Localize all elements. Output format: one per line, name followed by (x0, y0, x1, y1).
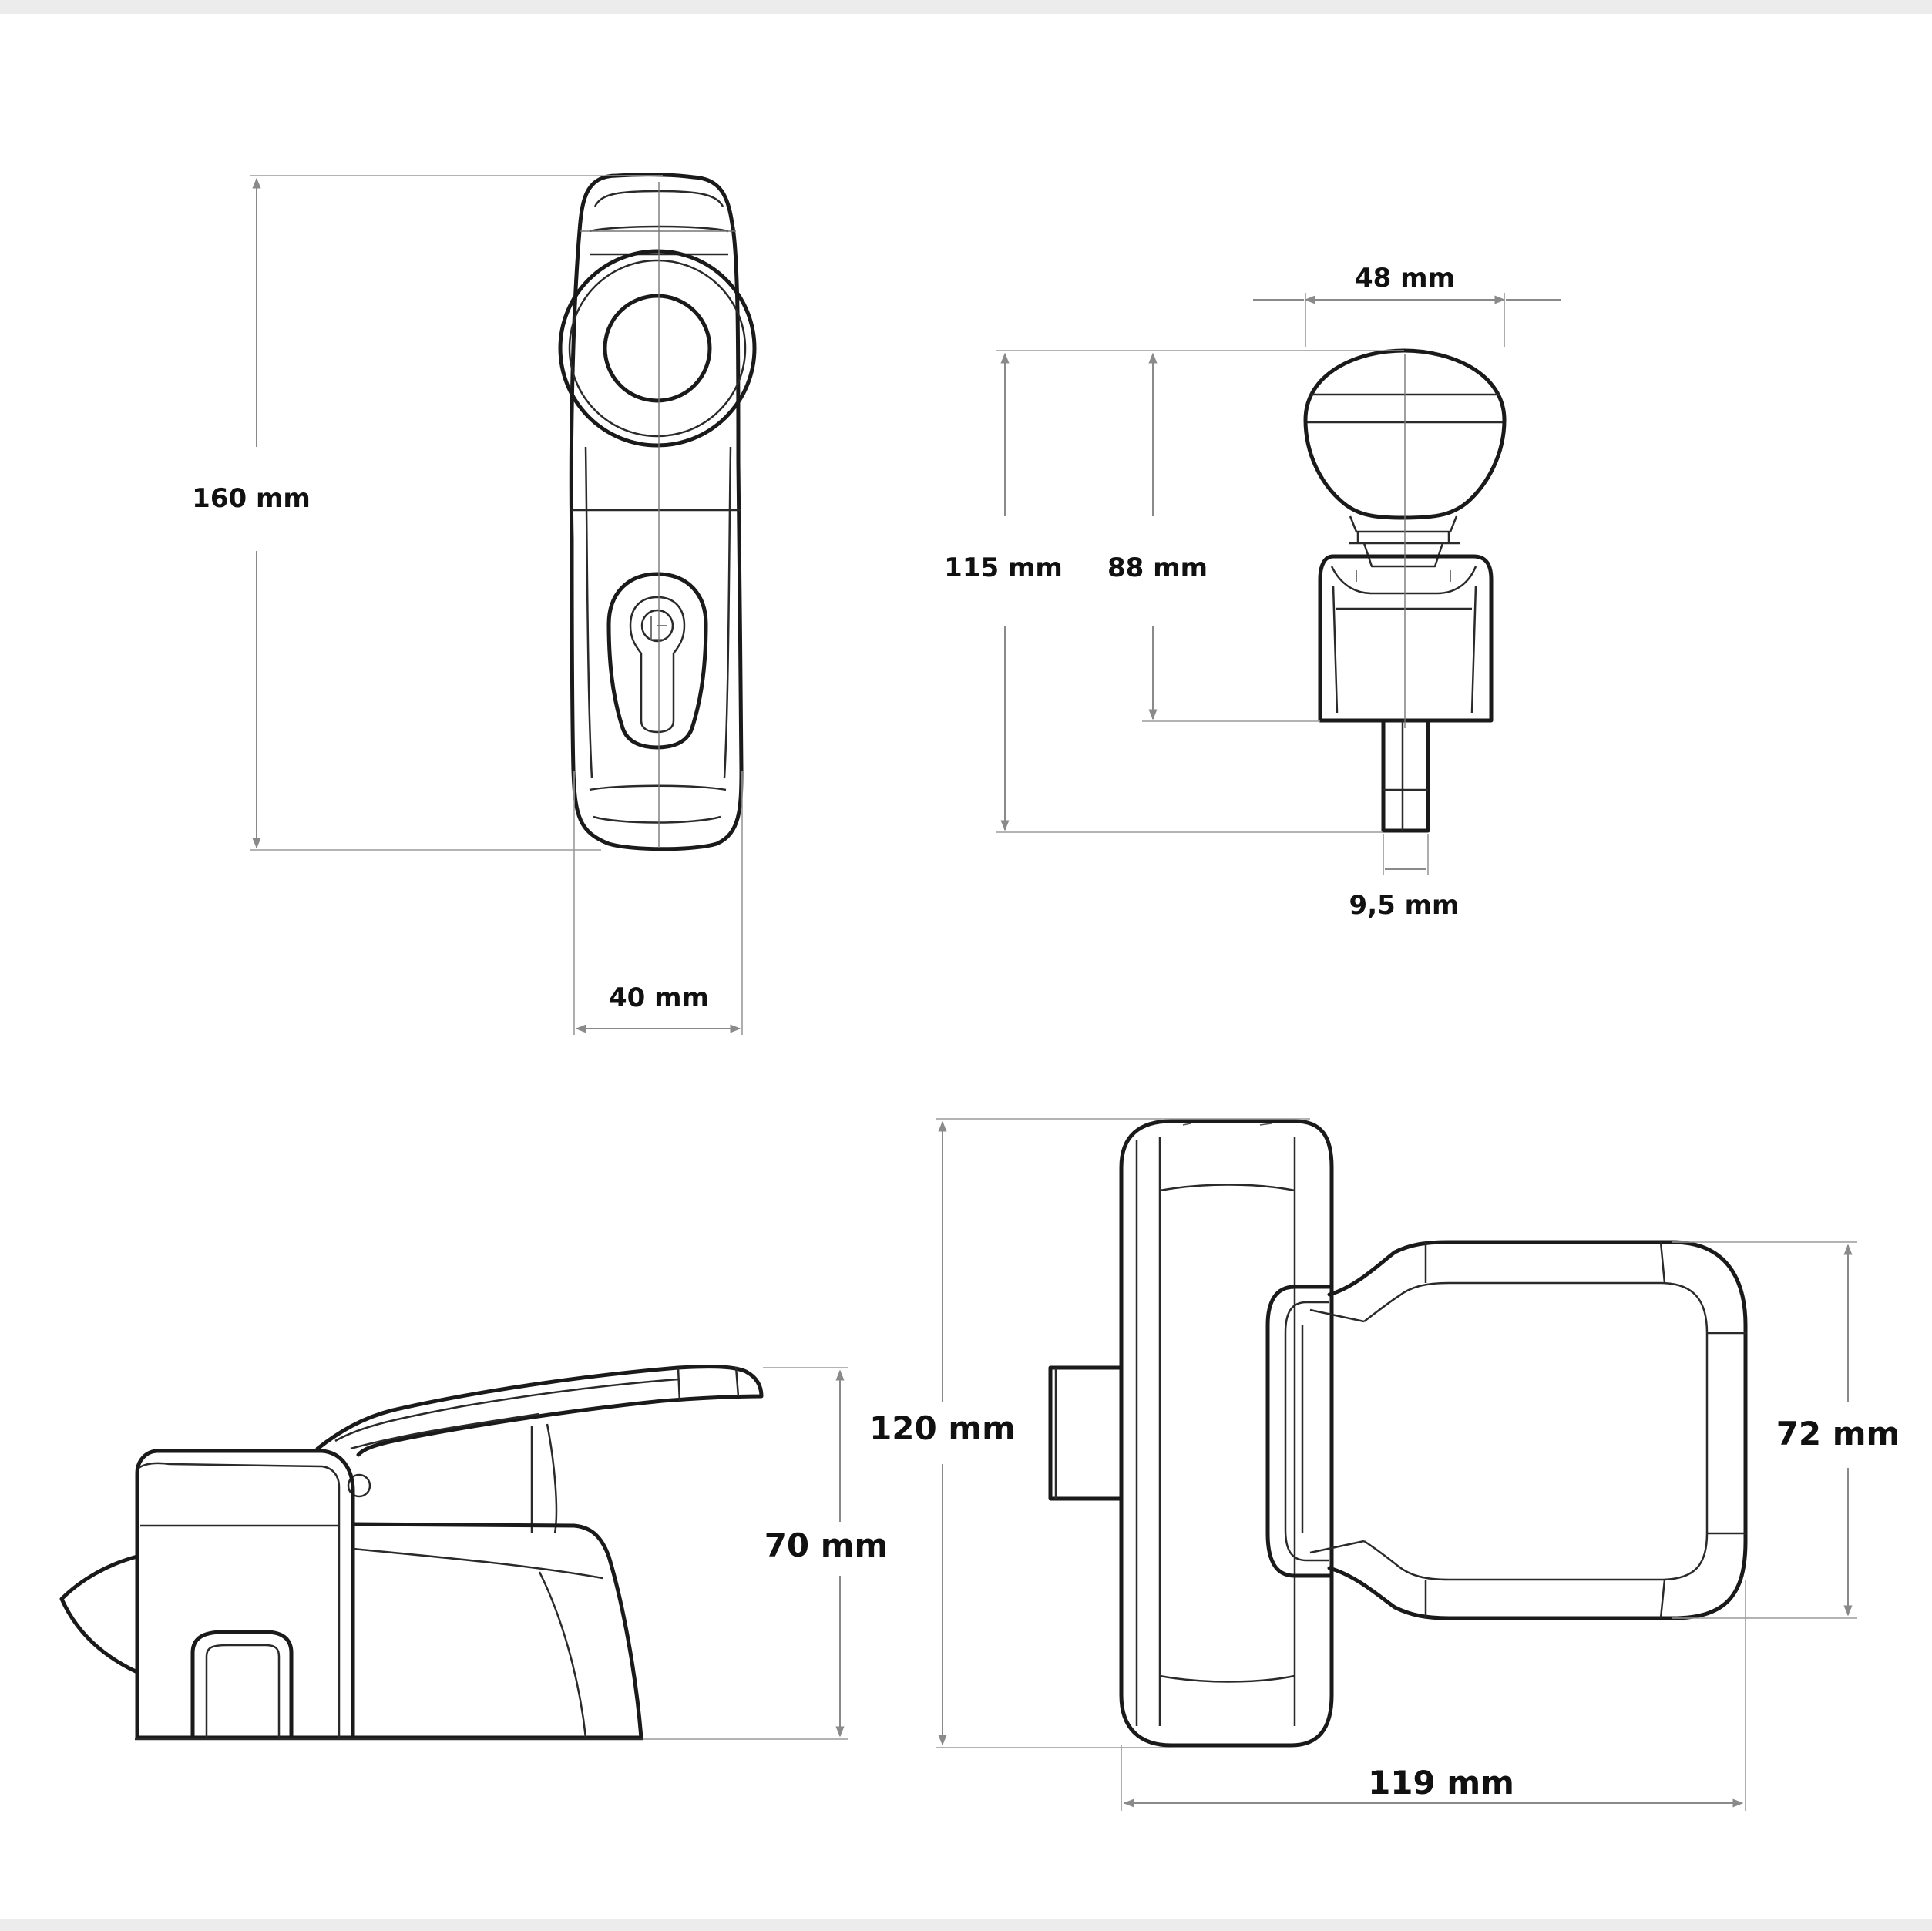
profile-lock-body (351, 1522, 643, 1740)
profile-pivot (347, 1473, 371, 1498)
dim-label-120: 120 mm (869, 1409, 1016, 1447)
dim-label-88: 88 mm (1107, 552, 1208, 583)
front-knob-outer (558, 249, 757, 448)
side-spindle-detail (1383, 720, 1428, 831)
front-knob-center (603, 294, 712, 403)
dim-40-extension (573, 771, 743, 1035)
profile-base-inner (138, 1462, 341, 1738)
dim-label-119: 119 mm (1368, 1764, 1514, 1802)
dim-48-extension (1305, 293, 1505, 347)
front-cylinder-plug (640, 609, 674, 643)
dim-label-115: 115 mm (944, 552, 1063, 583)
dim-label-160: 160 mm (192, 483, 311, 514)
side-body-details (1356, 570, 1451, 582)
dim-label-48: 48 mm (1355, 263, 1455, 294)
front-centerline (580, 182, 736, 848)
side-knob-neck (1349, 515, 1460, 568)
top-body-outline (1119, 1119, 1334, 1748)
side-spindle (1381, 718, 1430, 833)
dim-label-72: 72 mm (1776, 1415, 1900, 1452)
side-body-inner (1330, 566, 1477, 714)
dim-160-extension (250, 175, 663, 851)
dim-label-40: 40 mm (609, 982, 709, 1013)
dim-label-9-5: 9,5 mm (1349, 890, 1460, 921)
front-body-outline (569, 173, 744, 851)
profile-view: 70 mm (59, 1365, 889, 1740)
top-collar-outer (1265, 1285, 1334, 1578)
profile-foot-inner (205, 1644, 281, 1738)
top-bolt (1048, 1365, 1124, 1501)
front-bottom-cap (589, 784, 727, 824)
dim-label-70: 70 mm (764, 1526, 889, 1564)
dim-120-extension (936, 1118, 1310, 1748)
profile-base-foot-cutout (190, 1630, 294, 1740)
top-handle-outer (1327, 1240, 1748, 1620)
top-handle-inner (1363, 1281, 1709, 1581)
side-knob-outline (1303, 348, 1507, 520)
top-handle-seams (1424, 1241, 1746, 1619)
profile-lever (315, 1365, 764, 1457)
profile-cam (59, 1554, 139, 1674)
dim-115-extension (996, 350, 1404, 833)
front-body-edges (572, 446, 741, 779)
top-collar-inner (1284, 1301, 1365, 1562)
dim-119-extension (1121, 1580, 1746, 1811)
profile-lock-edges (352, 1547, 603, 1738)
front-cylinder-profile (629, 596, 686, 734)
top-body-inner (1135, 1137, 1296, 1726)
front-cylinder-escutcheon (606, 572, 708, 750)
dim-9-5-extension (1383, 834, 1429, 875)
profile-lever-edges (334, 1366, 740, 1534)
side-body-outline (1318, 554, 1494, 723)
profile-base-block (135, 1449, 355, 1740)
top-border (0, 0, 1932, 14)
dim-72-extension (1672, 1241, 1857, 1619)
side-view: 48 mm 115 mm 88 mm 9,5 mm (944, 263, 1561, 921)
front-view: 160 mm 40 mm (192, 173, 757, 1035)
front-knob-rim (568, 259, 747, 438)
bottom-border (0, 1919, 1932, 1931)
top-body-ticks (1182, 1123, 1272, 1126)
top-view: 120 mm 72 mm 119 mm (869, 1119, 1900, 1811)
